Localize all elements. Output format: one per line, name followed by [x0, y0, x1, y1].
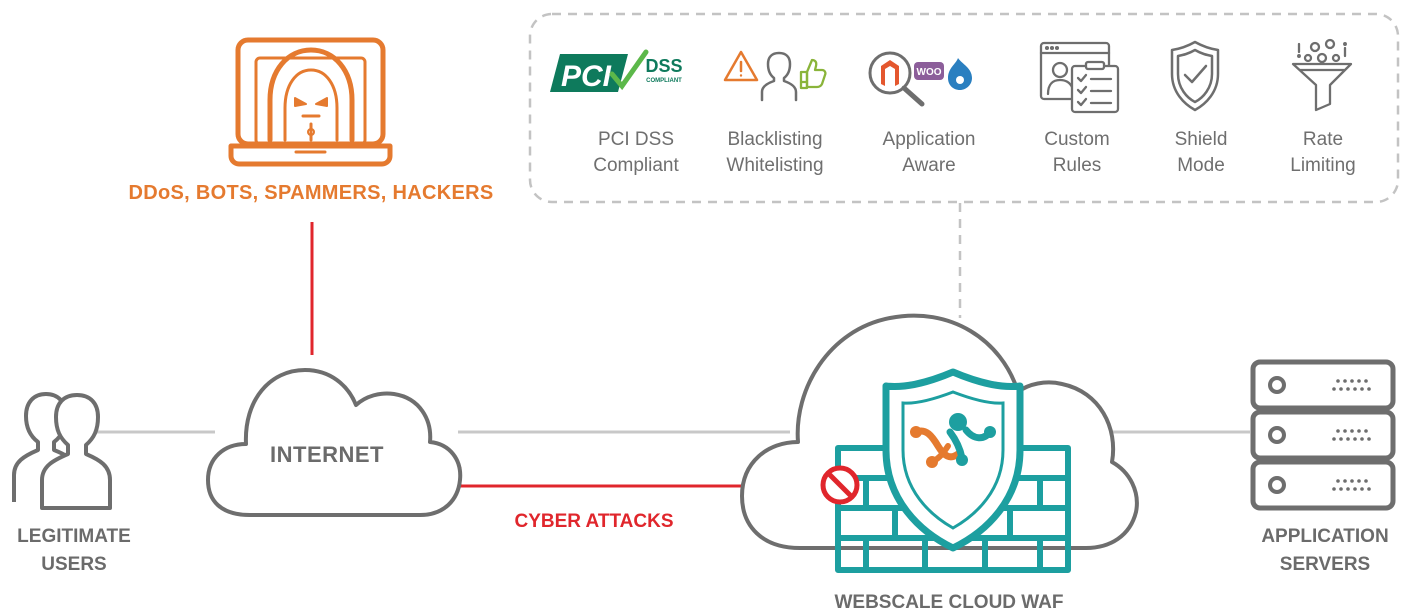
- feature-shield-line1: Shield: [1174, 129, 1228, 150]
- users-icon: [12, 392, 112, 510]
- feature-lists-line2: Whitelisting: [726, 155, 824, 176]
- feature-app-line2: Aware: [902, 155, 956, 176]
- feature-app-line1: Application: [882, 129, 976, 150]
- feature-pci: PCI DSS Compliant: [566, 127, 706, 179]
- feature-rules: Custom Rules: [1007, 127, 1147, 179]
- pci-logo-dss: DSS: [645, 56, 682, 76]
- pci-logo-compliant: COMPLIANT: [646, 78, 682, 84]
- feature-rules-line2: Rules: [1052, 155, 1102, 176]
- waf-label: WEBSCALE CLOUD WAF: [834, 592, 1063, 613]
- attacks-label: CYBER ATTACKS: [514, 511, 673, 532]
- pci-dss-logo: PCI DSS COMPLIANT: [550, 49, 683, 93]
- pci-logo-text: PCI: [561, 60, 612, 93]
- feature-lists: Blacklisting Whitelisting: [705, 127, 845, 179]
- hacker-icon: [228, 37, 393, 167]
- internet-label: INTERNET: [270, 442, 384, 467]
- rate-limiting-icon: [1291, 38, 1353, 112]
- internet-cloud: [206, 368, 463, 517]
- blacklist-whitelist-icon: [723, 50, 827, 102]
- feature-pci-line2: Compliant: [593, 155, 679, 176]
- servers-icon: [1250, 359, 1396, 511]
- feature-app: Application Aware: [859, 127, 999, 179]
- users-label-line1: LEGITIMATE: [17, 526, 131, 547]
- feature-rules-line1: Custom: [1044, 129, 1110, 150]
- custom-rules-icon: [1039, 41, 1120, 114]
- block-icon: [820, 465, 860, 505]
- webscale-logo: [910, 413, 996, 468]
- feature-shield: Shield Mode: [1131, 127, 1271, 179]
- threat-label: DDoS, BOTS, SPAMMERS, HACKERS: [128, 182, 493, 204]
- features-box: [528, 12, 1400, 204]
- shield-mode-icon: [1170, 40, 1220, 112]
- users-label-line2: USERS: [41, 554, 106, 575]
- feature-lists-line1: Blacklisting: [727, 129, 823, 150]
- servers-label-line2: SERVERS: [1280, 554, 1370, 575]
- feature-rate-line2: Limiting: [1290, 155, 1356, 176]
- feature-rate-line1: Rate: [1302, 129, 1344, 150]
- feature-pci-line1: PCI DSS: [597, 129, 675, 150]
- woo-logo-text: WOO: [917, 67, 942, 78]
- application-aware-icon: WOO: [868, 51, 972, 107]
- feature-shield-line2: Mode: [1177, 155, 1225, 176]
- feature-rate: Rate Limiting: [1253, 127, 1393, 179]
- servers-label-line1: APPLICATION: [1261, 526, 1388, 547]
